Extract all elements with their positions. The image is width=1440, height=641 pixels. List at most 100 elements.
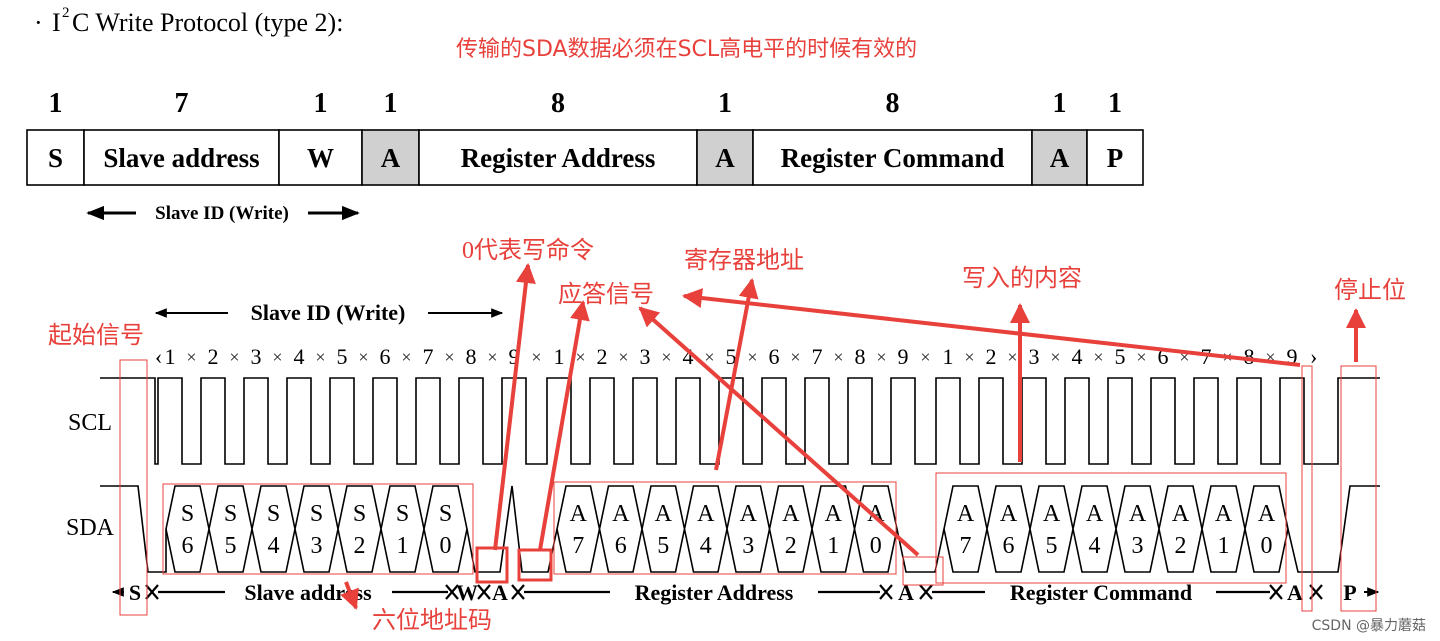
clock-number: 6 [380,344,391,369]
watermark: CSDN @暴力蘑菇 [1312,618,1426,634]
frame-cell [26,129,85,186]
frame-cell-label: Register Command [781,143,1005,173]
clock-number: 9 [1287,344,1298,369]
sda-bit-index: 4 [268,533,280,559]
note-top: 传输的SDA数据必须在SCL高电平的时候有效的 [456,37,917,62]
sda-bit-letter: A [697,501,715,527]
sda-bit-index: 3 [1132,533,1144,559]
clock-number: 8 [1244,344,1255,369]
sda-trace [1287,485,1380,573]
clock-separator: × [964,347,974,367]
sda-bit-letter: S [439,501,452,527]
frame-bit-count: 1 [1108,88,1122,119]
segment-label: S [129,580,141,605]
sda-bit-index: 5 [657,533,669,559]
sda-bit-index: 1 [827,533,839,559]
segment-divider [879,584,893,600]
clock-separator: × [1265,347,1275,367]
sda-bit-index: 5 [225,533,237,559]
clock-number: 4 [683,344,694,369]
arrow-write-zero [493,263,536,551]
sda-bit-letter: A [570,501,588,527]
annotation-register-address: 寄存器地址 [684,247,804,274]
clock-separator: × [1050,347,1060,367]
annotation-box [553,481,897,575]
annotation-box [475,546,509,584]
segment-divider [511,584,525,600]
clock-number: 7 [423,344,434,369]
frame-bit-count: 7 [175,88,189,119]
clock-separator: × [444,347,454,367]
clock-number: 7 [1201,344,1212,369]
sda-bit-index: 2 [354,533,366,559]
clock-separator: × [186,347,196,367]
sda-bit-letter: A [1258,501,1276,527]
sda-bit-letter: A [1043,501,1061,527]
sda-bit-index: 1 [397,533,409,559]
clock-number: 2 [208,344,219,369]
clock-separator: × [704,347,714,367]
segment-label: W [456,580,478,605]
clock-number: 2 [986,344,997,369]
frame-cell [278,129,363,186]
frame-cell [696,129,754,186]
scl-label: SCL [68,410,112,436]
clock-number: 9 [509,344,520,369]
annotation-write-zero: 0代表写命令 [462,237,594,264]
sda-bit-letter: A [740,501,758,527]
frame-cell-label: Register Address [461,143,656,173]
clock-number: 3 [640,344,651,369]
sda-label: SDA [66,515,115,541]
sda-trace [943,485,1289,573]
clock-number: 3 [251,344,262,369]
sda-bit-letter: S [353,501,366,527]
annotation-stop-bit: 停止位 [1334,277,1406,304]
sda-bit-index: 1 [1218,533,1230,559]
sda-bit-index: 6 [1003,533,1015,559]
sda-bit-letter: S [310,501,323,527]
annotation-six-bit-addr: 六位地址码 [372,607,492,634]
clock-separator: × [1179,347,1189,367]
scl-waveform [100,377,1380,465]
clock-separator: × [531,347,541,367]
sda-trace [100,485,167,573]
frame-cell [1086,129,1144,186]
clock-number: 1 [554,344,565,369]
frame-bit-count: 1 [314,88,328,119]
clock-separator: × [358,347,368,367]
clock-number: 1 [943,344,954,369]
arrow-ack-3 [682,288,1301,367]
annotation-start-signal: 起始信号 [48,322,144,349]
slave-id-span-timing: Slave ID (Write) [154,300,504,325]
sda-bit-letter: A [1172,501,1190,527]
segment-divider [1269,584,1283,600]
annotation-box [517,548,553,582]
sda-bit-index: 7 [960,533,972,559]
frame-cell-label: Slave address [103,143,259,173]
clock-separator: × [272,347,282,367]
clock-separator: × [1007,347,1017,367]
annotation-box [935,472,1287,584]
annotation-arrows [340,263,1366,610]
sda-bit-letter: S [181,501,194,527]
sda-trace [466,485,558,573]
clock-separator: × [401,347,411,367]
clock-separator: × [229,347,239,367]
sda-waveform: S6S5S4S3S2S1S0A7A6A5A4A3A2A1A0A7A6A5A4A3… [100,485,1380,573]
sda-bit-letter: S [267,501,280,527]
sda-bit-letter: A [655,501,673,527]
clock-separator: × [487,347,497,367]
sda-bit-letter: A [825,501,843,527]
sda-bit-index: 0 [870,533,882,559]
clock-separator: × [1093,347,1103,367]
clock-separator: × [661,347,671,367]
segment-divider [445,584,459,600]
clock-separator: × [833,347,843,367]
frame-bit-count: 1 [718,88,732,119]
clock-separator: × [920,347,930,367]
clock-separator: × [618,347,628,367]
annotation-box [162,483,474,575]
